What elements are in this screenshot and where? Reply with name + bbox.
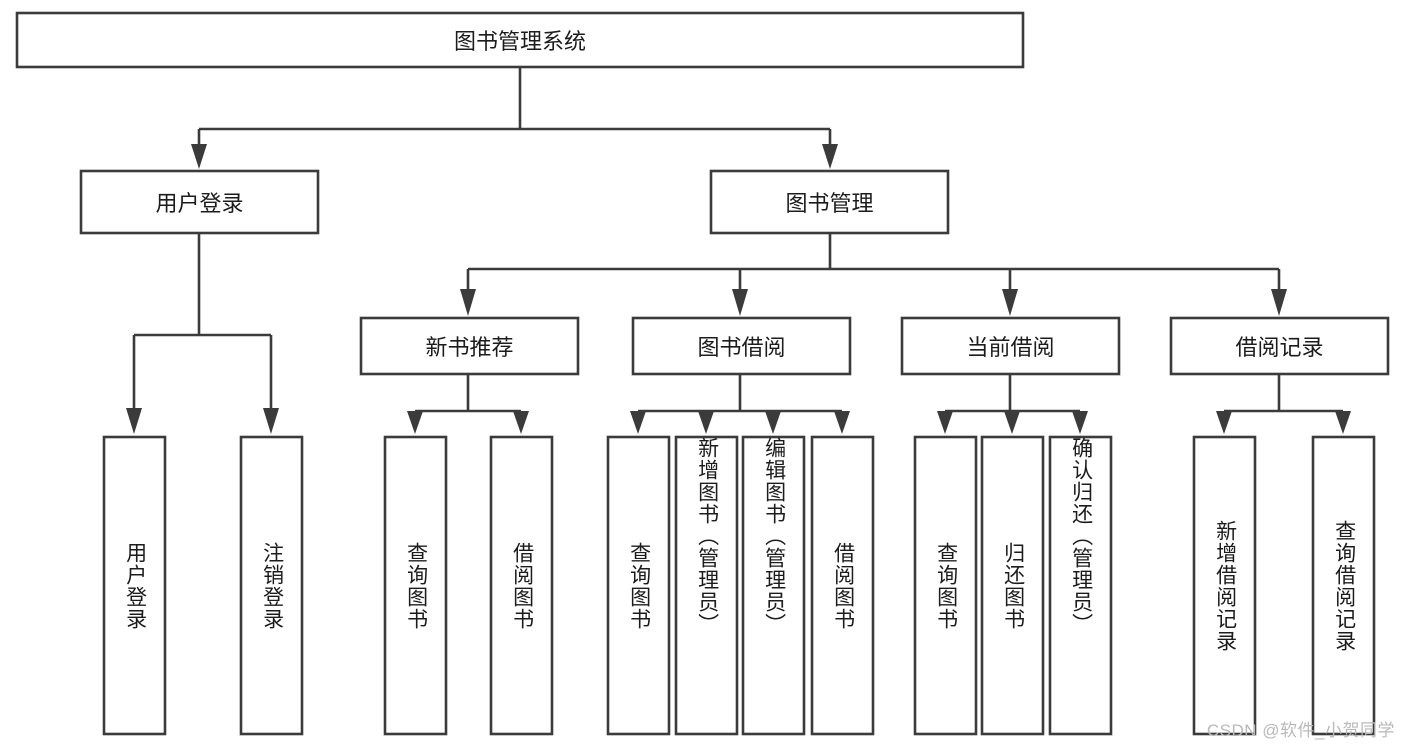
node-leaf-edit-book-box[interactable] — [741, 435, 806, 736]
arrow-root-to-book-mgmt — [822, 144, 838, 169]
node-leaf-add-book-box[interactable] — [674, 435, 739, 736]
node-leaf-borrow-book-1-box[interactable] — [489, 435, 554, 736]
node-leaf-return-book-box[interactable] — [980, 435, 1045, 736]
arrow-current-borrow-leaf-3 — [1072, 411, 1088, 434]
node-book-borrow-box[interactable] — [631, 316, 852, 376]
node-leaf-logout-box[interactable] — [239, 435, 304, 736]
node-book-management-box[interactable] — [709, 169, 950, 235]
csdn-watermark: CSDN @软件_小贺同学 — [1206, 721, 1395, 740]
node-borrow-record-box[interactable] — [1169, 316, 1390, 376]
node-leaf-query-book-3-box[interactable] — [913, 435, 978, 736]
arrow-new-book-leaf-2 — [513, 411, 529, 434]
arrow-user-login-leaf-2 — [263, 408, 279, 434]
node-root-box[interactable] — [15, 11, 1025, 69]
node-leaf-confirm-return-box[interactable] — [1048, 435, 1113, 736]
arrow-current-borrow-leaf-2 — [1004, 411, 1020, 434]
node-leaf-query-book-2-box[interactable] — [606, 435, 671, 736]
arrow-new-book-leaf-1 — [407, 411, 423, 434]
arrow-book-borrow-leaf-3 — [765, 411, 781, 434]
arrow-user-login-leaf-1 — [126, 408, 142, 434]
node-user-login-box[interactable] — [79, 169, 320, 235]
arrow-book-mgmt-to-borrow — [732, 289, 748, 316]
arrow-book-mgmt-to-record — [1271, 289, 1287, 316]
arrow-book-mgmt-to-current — [1002, 289, 1018, 316]
arrow-book-borrow-leaf-2 — [698, 411, 714, 434]
node-leaf-borrow-book-2-box[interactable] — [810, 435, 875, 736]
arrow-borrow-record-leaf-2 — [1335, 411, 1351, 434]
node-leaf-query-record-box[interactable] — [1311, 435, 1376, 736]
node-leaf-user-login-box[interactable] — [102, 435, 167, 736]
node-new-book-recommend-box[interactable] — [359, 316, 580, 376]
node-current-borrow-box[interactable] — [900, 316, 1121, 376]
node-leaf-add-record-box[interactable] — [1192, 435, 1257, 736]
arrow-root-to-user-login — [191, 144, 207, 169]
node-leaf-query-book-1-box[interactable] — [383, 435, 448, 736]
arrow-current-borrow-leaf-1 — [937, 411, 953, 434]
arrow-book-borrow-leaf-1 — [630, 411, 646, 434]
arrow-book-mgmt-to-new-book — [460, 289, 476, 316]
arrow-borrow-record-leaf-1 — [1216, 411, 1232, 434]
arrow-book-borrow-leaf-4 — [834, 411, 850, 434]
